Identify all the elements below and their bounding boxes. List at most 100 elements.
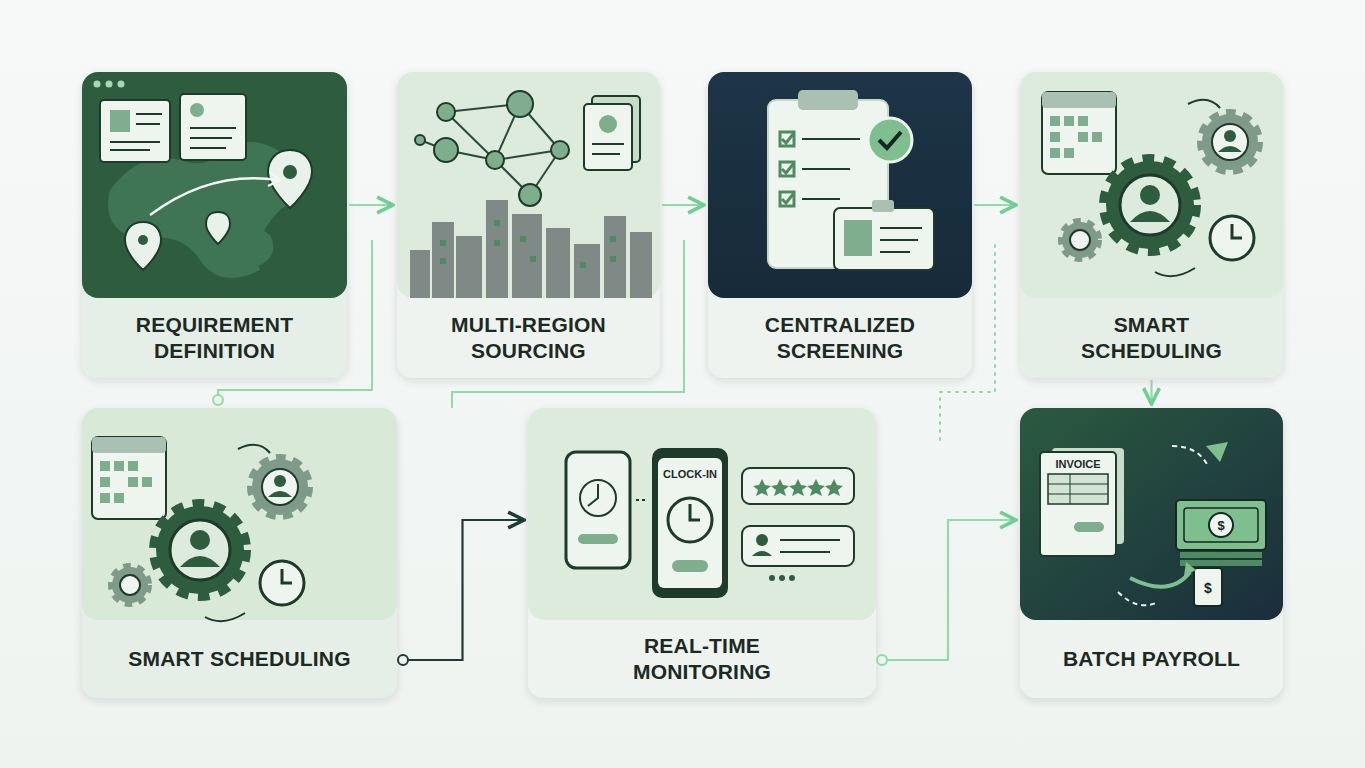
payroll-icon — [1048, 484, 1108, 485]
calendar-gear-icon — [1210, 216, 1254, 260]
clipboard-id-icon — [782, 163, 794, 173]
card-background — [1020, 408, 1283, 698]
world-map-icon — [136, 123, 160, 125]
payroll-icon — [1209, 513, 1233, 537]
clipboard-id-icon — [780, 132, 794, 146]
calendar-gear-icon — [1064, 148, 1074, 158]
calendar-gear-icon — [1064, 116, 1074, 126]
monitoring-phone-icon — [769, 575, 775, 581]
monitoring-phone-icon — [658, 458, 722, 588]
clipboard-id-icon — [802, 138, 860, 140]
image-panel — [82, 72, 1283, 620]
network-city-icon — [486, 200, 508, 298]
clipboard-id-icon — [768, 90, 934, 270]
network-city-icon — [610, 236, 616, 242]
network-city-icon — [440, 240, 446, 246]
monitoring-phone-icon — [672, 560, 708, 572]
calendar-gear-icon — [1078, 116, 1088, 126]
network-city-icon — [420, 104, 560, 195]
world-map-icon — [94, 81, 101, 88]
calendar-gear-icon — [1106, 161, 1194, 249]
card-background — [528, 408, 876, 698]
world-map-icon — [125, 222, 161, 270]
clipboard-id-icon — [834, 208, 934, 270]
network-city-icon — [432, 222, 454, 298]
clipboard-id-icon — [782, 133, 794, 143]
network-city-icon — [604, 216, 626, 298]
card-background — [1020, 72, 1283, 378]
calendar-gear-icon — [1232, 224, 1242, 238]
clipboard-id-icon — [880, 239, 918, 241]
monitoring-phone-icon — [668, 498, 712, 542]
step-label: REQUIREMENT DEFINITION — [95, 312, 335, 363]
image-panel — [1020, 408, 1283, 620]
payroll-icon — [1184, 508, 1258, 542]
network-city-icon — [415, 91, 569, 206]
calendar-gear-icon — [1042, 92, 1116, 174]
world-map-icon — [136, 113, 162, 115]
icon-text: $ — [1217, 518, 1224, 533]
world-map-icon — [190, 103, 204, 117]
clipboard-id-icon — [780, 192, 794, 206]
network-city-icon — [415, 135, 425, 145]
payroll-icon — [1070, 474, 1071, 504]
world-map-icon — [110, 141, 160, 143]
card-background — [82, 408, 397, 698]
network-city-icon — [440, 220, 616, 268]
network-city-icon — [599, 115, 617, 133]
calendar-gear-icon — [1155, 268, 1195, 276]
payroll-icon — [1180, 552, 1262, 558]
monitoring-phone-icon — [566, 452, 630, 568]
image-panel — [397, 72, 660, 298]
calendar-gear-icon — [1218, 146, 1242, 152]
world-map-icon — [94, 81, 313, 279]
flow-connector — [662, 204, 704, 206]
network-city-icon — [507, 91, 533, 117]
network-city-icon — [551, 141, 569, 159]
step-label: BATCH PAYROLL — [1063, 646, 1240, 672]
payroll-icon — [1130, 572, 1190, 587]
network-city-icon — [440, 258, 446, 264]
world-map-icon — [268, 172, 280, 186]
world-map-icon — [206, 212, 230, 244]
payroll-icon — [1040, 442, 1266, 606]
world-map-icon — [138, 235, 148, 245]
process-card: REAL-TIME MONITORING — [528, 408, 876, 698]
calendar-gear-icon — [1212, 124, 1248, 160]
clipboard-id-icon — [802, 168, 850, 170]
flow-connector — [349, 204, 393, 206]
network-city-icon — [580, 262, 586, 268]
monitoring-phone-icon — [578, 534, 618, 544]
calendar-gear-icon — [1078, 132, 1088, 142]
monitoring-phone-icon — [756, 534, 768, 546]
monitoring-phone-icon — [779, 575, 785, 581]
monitoring-phone-icon — [780, 539, 840, 541]
calendar-gear-icon — [1130, 211, 1170, 222]
card-background — [708, 72, 972, 378]
monitoring-phone-icon — [742, 526, 854, 566]
network-city-icon — [592, 153, 620, 155]
payroll-icon — [1184, 562, 1196, 576]
calendar-gear-icon — [1140, 185, 1160, 205]
flow-connector — [878, 520, 1016, 660]
payroll-icon — [1172, 446, 1208, 466]
network-city-icon — [494, 240, 500, 246]
process-card: CENTRALIZED SCREENING — [708, 72, 972, 378]
network-city-icon — [486, 151, 504, 169]
monitoring-phone-icon — [789, 575, 795, 581]
network-city-icon — [574, 244, 600, 298]
network-city-icon — [410, 200, 652, 298]
image-panel — [528, 408, 876, 620]
network-city-icon — [512, 214, 542, 298]
monitoring-phone-icon — [753, 479, 771, 496]
calendar-gear-icon — [1070, 230, 1090, 250]
world-map-icon — [180, 94, 246, 160]
clipboard-id-icon — [872, 200, 894, 212]
clipboard-id-icon — [782, 193, 794, 203]
card-background — [82, 72, 1283, 698]
process-card: MULTI-REGION SOURCING — [397, 72, 660, 378]
world-map-icon — [190, 137, 232, 139]
world-map-icon — [110, 149, 150, 151]
world-map-icon — [230, 226, 273, 265]
